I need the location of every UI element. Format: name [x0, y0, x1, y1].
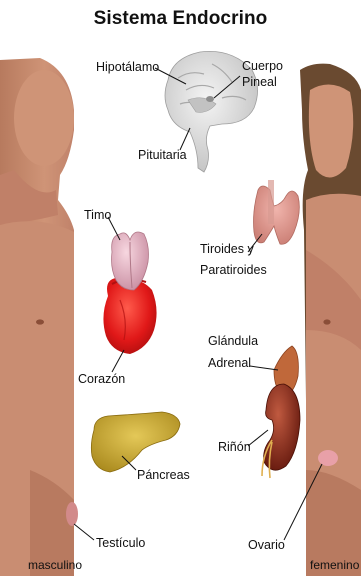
kidney-illustration: [262, 384, 300, 478]
label-pituitaria: Pituitaria: [138, 148, 187, 163]
label-rinon: Riñón: [218, 440, 251, 455]
leader-rinon: [248, 430, 268, 446]
label-ovario: Ovario: [248, 538, 285, 553]
label-tiroides-line2: Paratiroides: [200, 263, 267, 278]
caption-femenino: femenino: [310, 558, 359, 572]
thyroid-illustration: [254, 180, 300, 244]
label-corazon: Corazón: [78, 372, 125, 387]
label-adrenal-line2: Adrenal: [208, 356, 251, 371]
leader-corazon: [112, 350, 124, 372]
label-adrenal-line1: Glándula: [208, 334, 258, 349]
leader-adrenal: [250, 366, 278, 370]
leader-testiculo: [74, 524, 94, 540]
label-cuerpo-pineal-line2: Pineal: [242, 75, 277, 90]
label-testiculo: Testículo: [96, 536, 145, 551]
label-tiroides-line1: Tiroides y: [200, 242, 254, 257]
female-body: [300, 64, 361, 576]
caption-masculino: masculino: [28, 558, 82, 572]
label-pancreas: Páncreas: [137, 468, 190, 483]
pancreas-illustration: [91, 412, 180, 472]
label-timo: Timo: [84, 208, 111, 223]
page-title: Sistema Endocrino: [0, 8, 361, 30]
male-body: [0, 58, 78, 576]
label-cuerpo-pineal-line1: Cuerpo: [242, 59, 283, 74]
leader-pituitaria: [180, 128, 190, 150]
label-hipotalamo: Hipotálamo: [96, 60, 159, 75]
